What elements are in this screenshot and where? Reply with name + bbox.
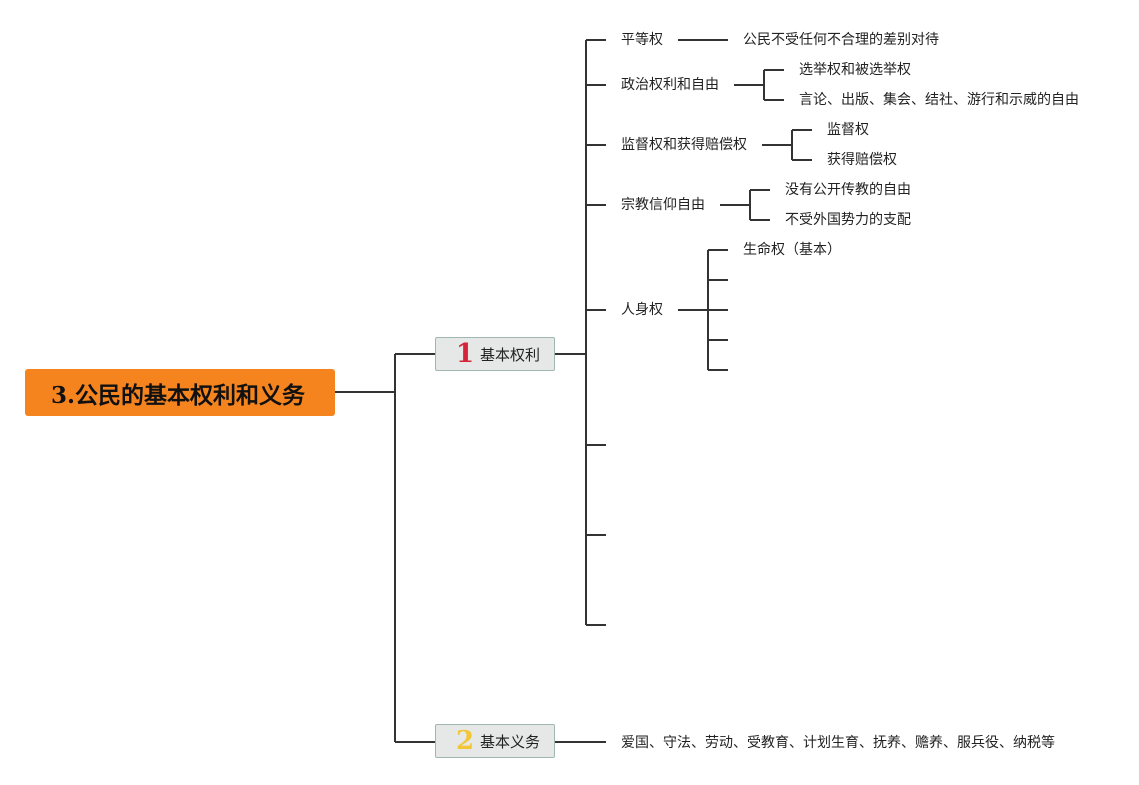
topic-political-rights[interactable]: 政治权利和自由 [621,77,719,93]
subtopic-no-discrimination[interactable]: 公民不受任何不合理的差别对待 [743,32,939,48]
root-topic[interactable]: 3.公民的基本权利和义务 [25,369,335,416]
subtopic-right-to-life[interactable]: 生命权（基本） [743,242,841,258]
topic-religious-freedom[interactable]: 宗教信仰自由 [621,197,705,213]
subtopic-supervision-right[interactable]: 监督权 [827,122,869,138]
branch-label: 基本义务 [480,732,541,751]
subtopic-compensation-right[interactable]: 获得赔偿权 [827,152,897,168]
subtopic-no-foreign-control[interactable]: 不受外国势力的支配 [785,212,911,228]
branch-number-badge: 2 [456,726,475,756]
topic-supervision-compensation[interactable]: 监督权和获得赔偿权 [621,137,747,153]
subtopic-voting-rights[interactable]: 选举权和被选举权 [799,62,911,78]
branch-label: 基本权利 [480,345,541,364]
branch-number-badge: 1 [456,339,475,369]
topic-duties-list[interactable]: 爱国、守法、劳动、受教育、计划生育、抚养、赡养、服兵役、纳税等 [621,735,1055,751]
subtopic-speech-freedoms[interactable]: 言论、出版、集会、结社、游行和示威的自由 [799,92,1079,108]
topic-personal-rights[interactable]: 人身权 [621,302,663,318]
subtopic-no-public-preaching[interactable]: 没有公开传教的自由 [785,182,911,198]
topic-equality-right[interactable]: 平等权 [621,32,663,48]
branch-basic-duties[interactable]: 2 基本义务 [435,724,555,758]
root-title: 3.公民的基本权利和义务 [50,381,305,409]
branch-basic-rights[interactable]: 1 基本权利 [435,337,555,371]
